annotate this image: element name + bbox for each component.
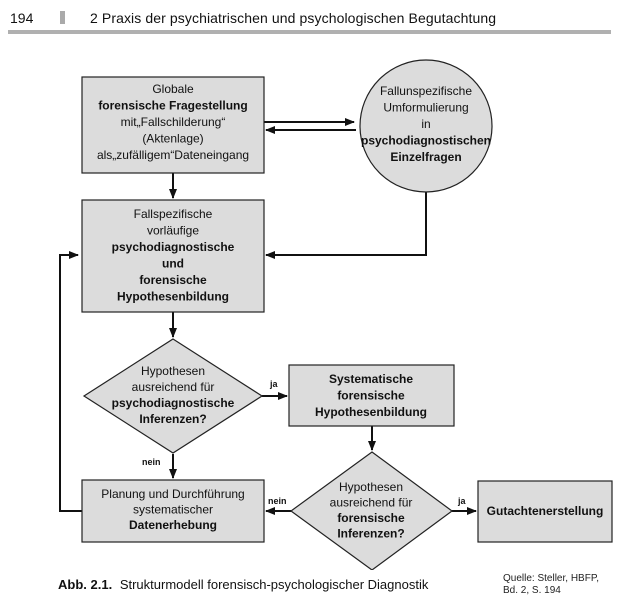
node-line: psychodiagnostische	[112, 240, 235, 254]
edge-label-nein-2: nein	[268, 496, 287, 506]
caption-text: Strukturmodell forensisch-psychologische…	[119, 577, 429, 592]
flowchart-diagram: Globale forensische Fragestellung mit„Fall…	[59, 59, 613, 570]
node-line: Einzelfragen	[390, 150, 461, 164]
edge-labels: ja nein nein ja	[142, 379, 467, 506]
nodes	[81, 59, 613, 570]
node-line: mit„Fallschilderung“	[121, 115, 226, 129]
node-line: forensische	[337, 389, 405, 403]
node-line: psychodiagnostischen	[361, 134, 491, 148]
node-hypothesis-formation	[81, 199, 265, 313]
edge-label-ja-1: ja	[269, 379, 279, 389]
node-line: in	[421, 117, 430, 131]
label-global-question: Globale forensische Fragestellung mit„Fall…	[97, 82, 249, 162]
source-line-2: Bd. 2, S. 194	[503, 585, 561, 596]
node-line: ausreichend für	[330, 496, 413, 510]
edge-reformulation-to-hypothesis	[265, 191, 427, 259]
label-hypothesis-formation: Fallspezifische vorläufige psychodiagnosti…	[112, 207, 235, 304]
node-line: Systematische	[329, 372, 413, 386]
node-decision-psychodiagnostic	[82, 338, 264, 454]
node-line: Fallspezifische	[134, 207, 213, 221]
node-line: Hypothesenbildung	[315, 405, 427, 419]
node-line: (Aktenlage)	[142, 132, 203, 146]
node-line: Hypothesen	[339, 480, 403, 494]
node-line: Hypothesenbildung	[117, 290, 229, 304]
running-header: 194 2 Praxis der psychiatrischen und psy…	[8, 8, 611, 30]
node-line: ausreichend für	[132, 380, 215, 394]
node-line: psychodiagnostische	[112, 396, 235, 410]
node-line: Datenerhebung	[129, 518, 217, 532]
node-line: Inferenzen?	[139, 412, 206, 426]
node-report	[477, 480, 613, 543]
node-line: als„zufälligem“Dateneingang	[97, 148, 249, 162]
node-line: forensische Fragestellung	[98, 99, 247, 113]
caption-label: Abb. 2.1.	[58, 577, 113, 592]
node-line: und	[162, 257, 184, 271]
edge-label-ja-2: ja	[457, 496, 467, 506]
node-line: Hypothesen	[141, 364, 205, 378]
running-title: 2 Praxis der psychiatrischen und psychol…	[90, 10, 497, 26]
node-line: Fallunspezifische	[380, 84, 472, 98]
source-line-1: Quelle: Steller, HBFP,	[503, 573, 599, 584]
node-line: forensische	[337, 511, 405, 525]
header-rule	[8, 30, 611, 34]
node-line: vorläufige	[147, 224, 199, 238]
node-line: systematischer	[133, 503, 213, 517]
node-decision-forensic	[289, 451, 454, 570]
label-decision-psychodiagnostic: Hypothesen ausreichend für psychodiagnosti…	[112, 364, 235, 426]
node-line: forensische	[139, 273, 207, 287]
node-line: Globale	[152, 82, 194, 96]
header-marker	[60, 11, 65, 24]
node-line: Inferenzen?	[337, 527, 404, 541]
node-line: Gutachtenerstellung	[487, 504, 604, 518]
figure-caption: Abb. 2.1. Strukturmodell forensisch-psyc…	[58, 577, 428, 593]
edge-planning-to-hypothesis-loop	[59, 251, 82, 512]
edges	[59, 118, 477, 515]
node-global-question	[81, 76, 265, 174]
label-report: Gutachtenerstellung	[487, 504, 604, 518]
page-number: 194	[10, 10, 34, 26]
node-line: Planung und Durchführung	[101, 487, 244, 501]
node-reformulation	[359, 59, 493, 193]
edge-label-nein-1: nein	[142, 457, 161, 467]
figure-source: Quelle: Steller, HBFP, Bd. 2, S. 194	[503, 573, 599, 597]
node-systematic-hypothesis	[288, 364, 455, 427]
node-line: Umformulierung	[383, 101, 468, 115]
node-labels: Globale forensische Fragestellung mit„Fall…	[97, 82, 603, 541]
node-planning-data	[81, 479, 265, 543]
